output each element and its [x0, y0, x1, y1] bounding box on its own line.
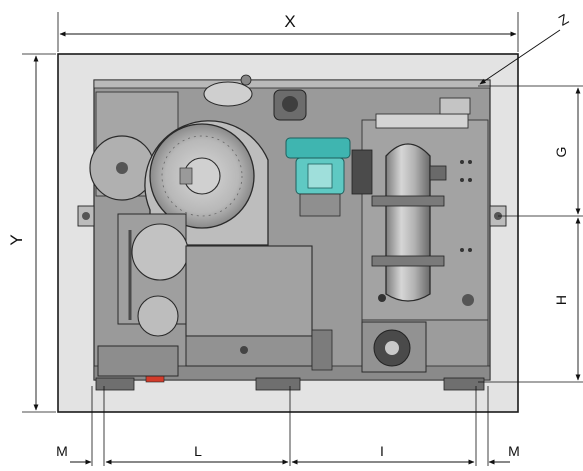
vertical-tank	[371, 143, 447, 302]
label-m-left: M	[56, 443, 68, 459]
left-lower-tank	[117, 213, 189, 337]
small-cylinder	[351, 149, 373, 195]
label-h: H	[553, 295, 569, 305]
label-l: L	[194, 443, 202, 459]
lower-right-pump	[361, 321, 427, 373]
label-y: Y	[7, 234, 26, 245]
dimension-x: X	[57, 12, 519, 52]
lower-control-box	[97, 329, 333, 377]
center-panel	[185, 245, 313, 367]
label-m-right: M	[508, 443, 520, 459]
left-fan-wheel	[89, 135, 155, 201]
dimension-y: Y	[7, 53, 56, 413]
label-g: G	[553, 147, 569, 158]
label-i: I	[380, 443, 384, 459]
cabinet-holes	[378, 160, 474, 306]
dimension-g-h: G H	[478, 85, 583, 383]
label-z: Z	[556, 10, 572, 28]
top-motor	[203, 74, 307, 121]
label-x: X	[284, 12, 295, 31]
teal-blower	[285, 137, 351, 217]
dimension-bottom: M L I M	[56, 386, 520, 466]
mounting-feet	[77, 205, 507, 391]
top-right-rail	[375, 97, 471, 129]
